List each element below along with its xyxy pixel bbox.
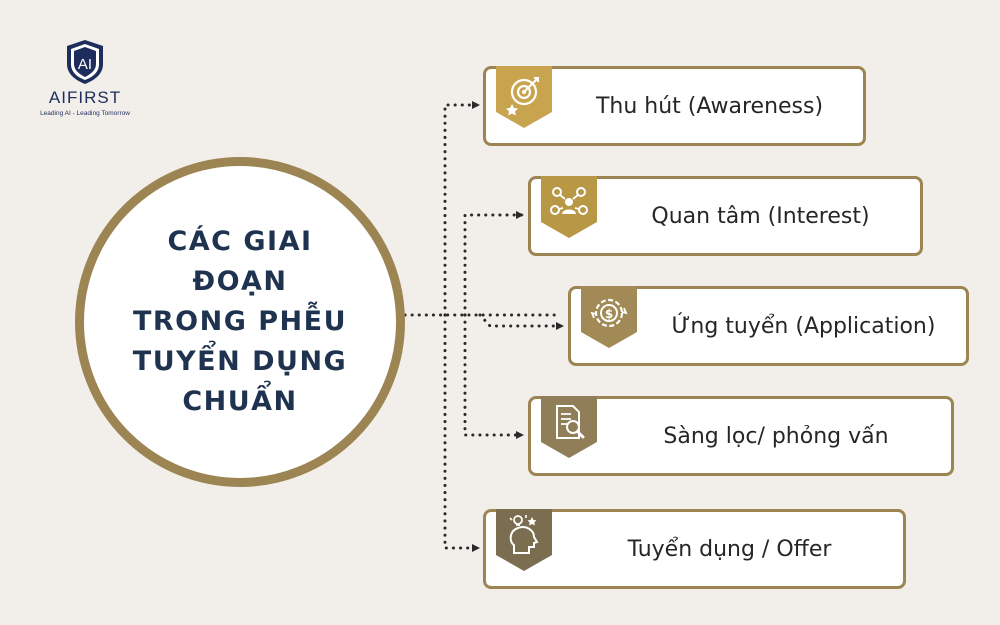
connector-application	[478, 313, 564, 330]
stage-label: Ứng tuyển (Application)	[671, 313, 936, 339]
aifirst-logo: AI AIFIRST Leading AI - Leading Tomorrow	[30, 38, 140, 117]
dollar-gear-icon: $	[581, 286, 637, 348]
svg-text:$: $	[605, 307, 613, 321]
stage-label: Tuyển dụng / Offer	[627, 536, 832, 562]
stage-label: Quan tâm (Interest)	[651, 203, 870, 229]
center-circle: CÁC GIAI ĐOẠN TRONG PHỄU TUYỂN DỤNG CHUẨ…	[75, 157, 405, 487]
stage-label: Thu hút (Awareness)	[595, 93, 824, 119]
stage-screening: Sàng lọc/ phỏng vấn	[528, 396, 954, 476]
stage-awareness: Thu hút (Awareness)	[483, 66, 866, 146]
logo-tagline: Leading AI - Leading Tomorrow	[40, 110, 130, 117]
target-icon	[496, 66, 552, 128]
shield-logo-icon: AI	[67, 40, 103, 84]
connector-interest	[463, 211, 524, 317]
logo-brand: AIFIRST	[48, 88, 122, 107]
connector-screening	[463, 313, 524, 439]
connector-offer	[443, 313, 480, 552]
head-idea-icon	[496, 509, 552, 571]
connector-awareness	[443, 101, 480, 317]
stage-application: $ Ứng tuyển (Application)	[568, 286, 969, 366]
stage-label: Sàng lọc/ phỏng vấn	[663, 423, 889, 449]
document-search-icon	[541, 396, 597, 458]
stage-interest: Quan tâm (Interest)	[528, 176, 923, 256]
center-title: CÁC GIAI ĐOẠN TRONG PHỄU TUYỂN DỤNG CHUẨ…	[132, 226, 348, 417]
stage-offer: Tuyển dụng / Offer	[483, 509, 906, 589]
people-network-icon	[541, 176, 597, 238]
logo-mark: AI	[78, 56, 92, 73]
